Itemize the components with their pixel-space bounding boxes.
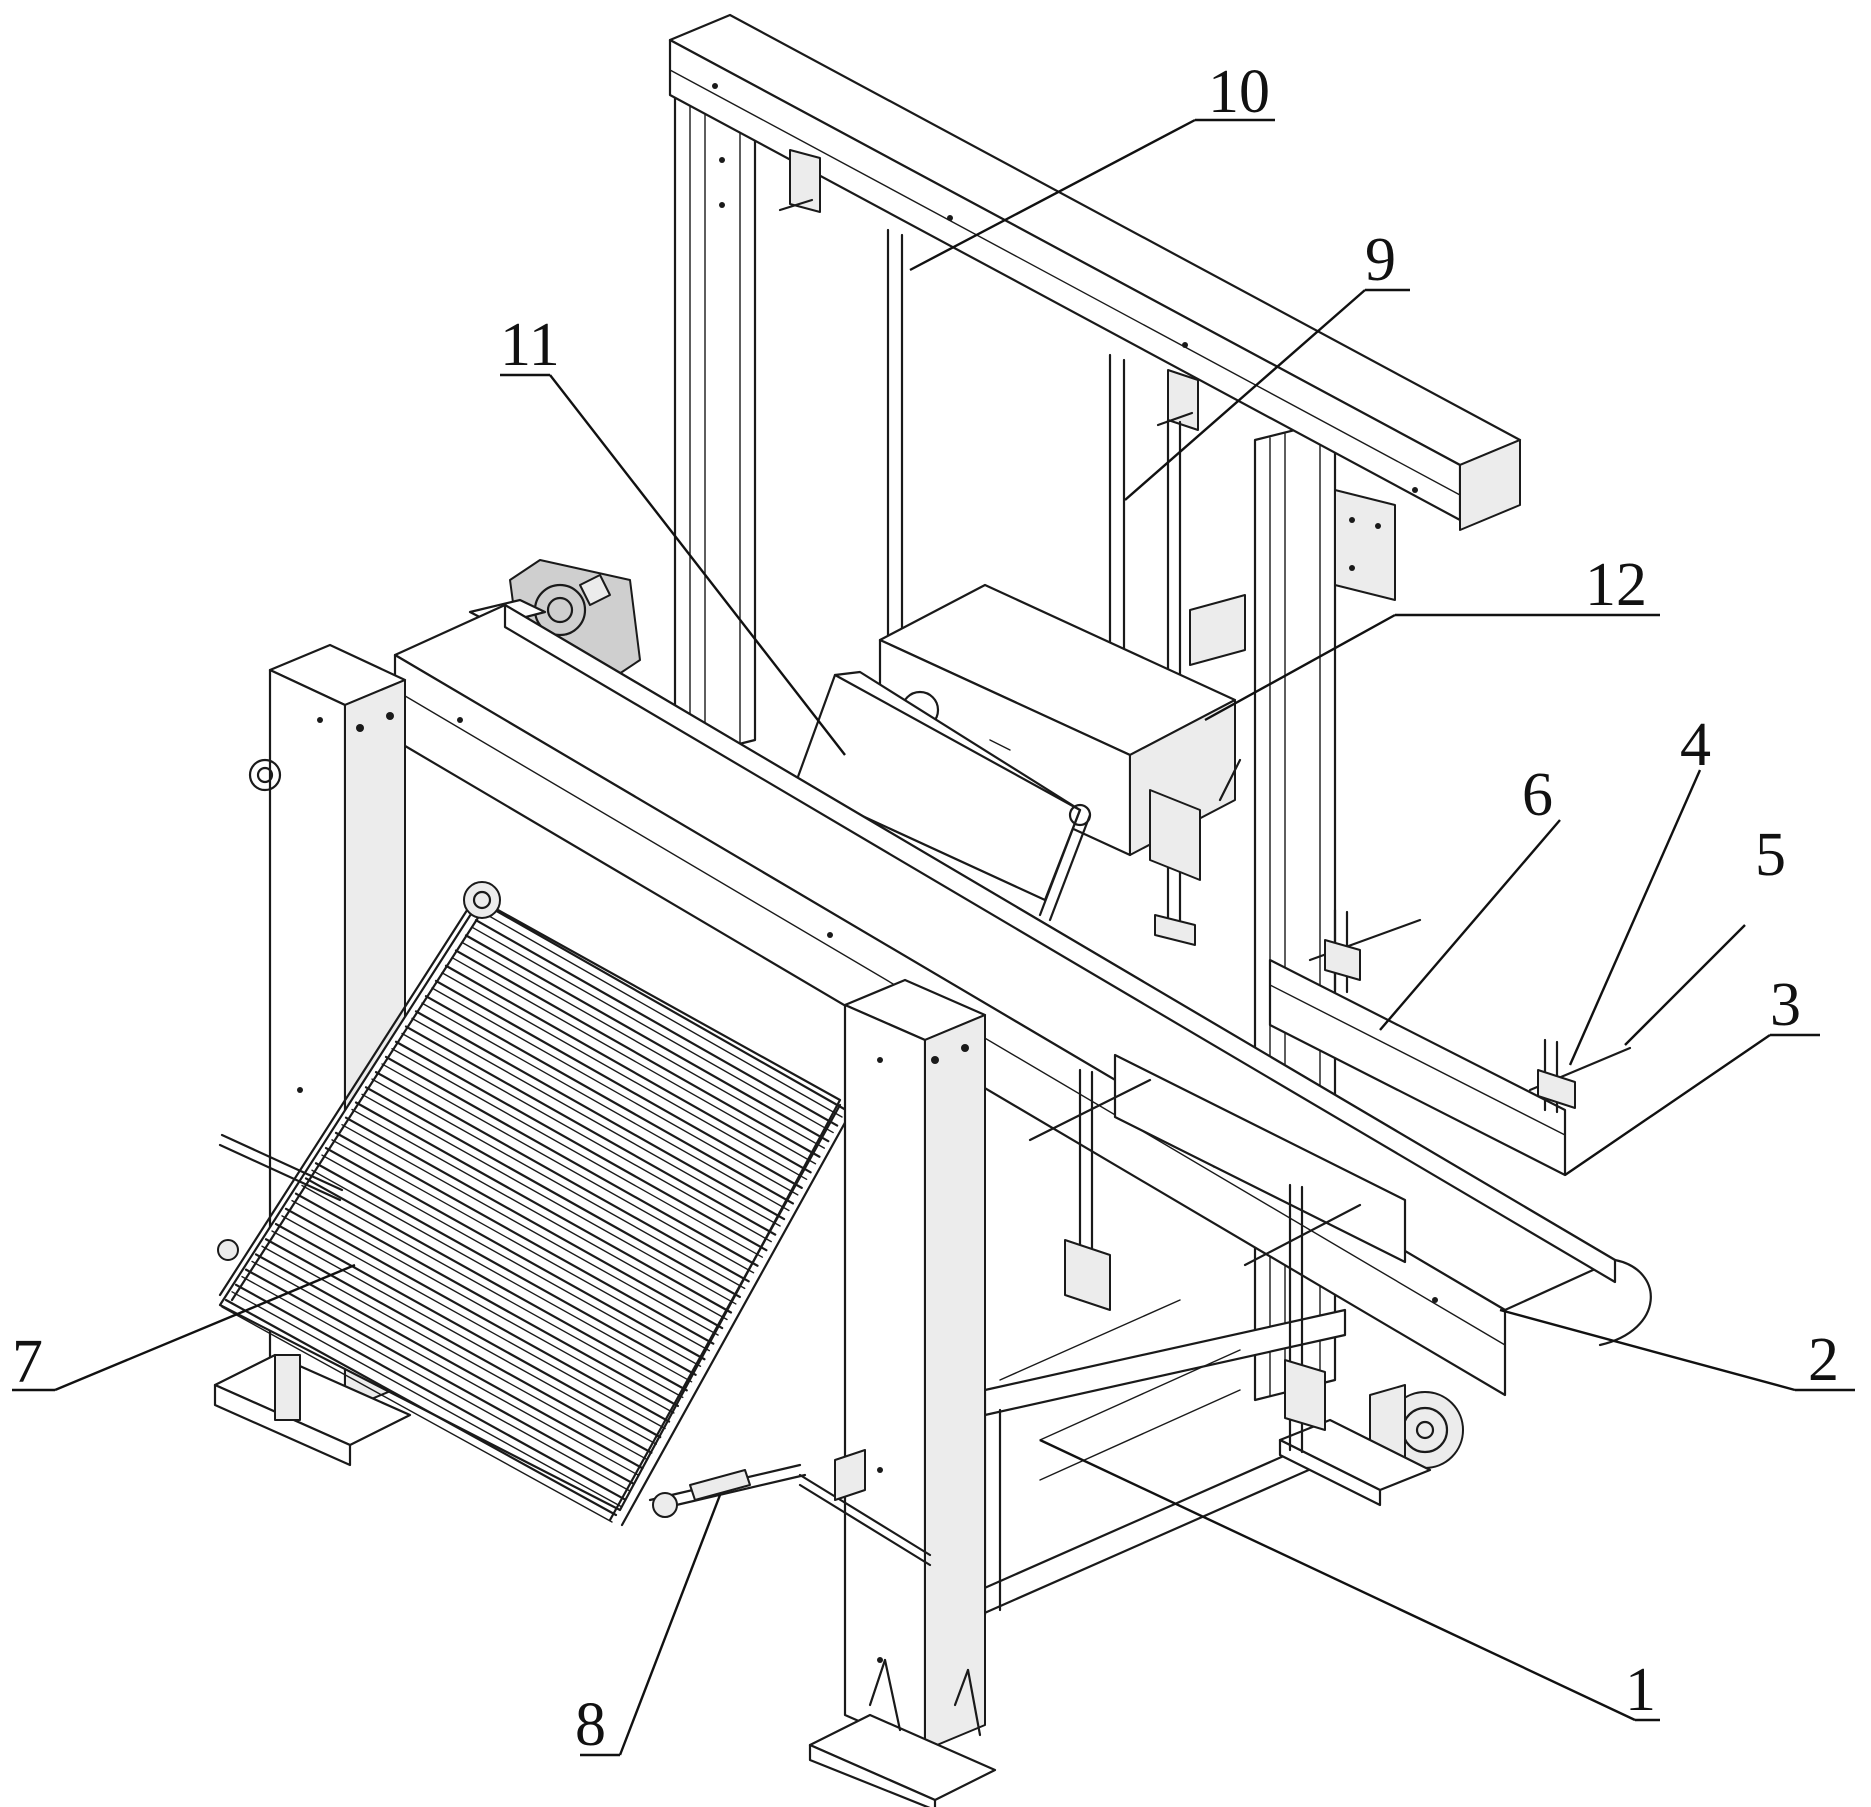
label-12: 12 [1585,551,1647,619]
label-4: 4 [1680,711,1711,779]
label-9: 9 [1365,226,1396,294]
label-3: 3 [1770,971,1801,1039]
label-10: 10 [1208,58,1270,126]
label-5: 5 [1755,821,1786,889]
label-11: 11 [500,311,560,379]
label-8: 8 [575,1691,606,1759]
label-6: 6 [1522,761,1553,829]
label-7: 7 [12,1328,43,1396]
label-1: 1 [1625,1656,1656,1724]
label-2: 2 [1808,1326,1839,1394]
